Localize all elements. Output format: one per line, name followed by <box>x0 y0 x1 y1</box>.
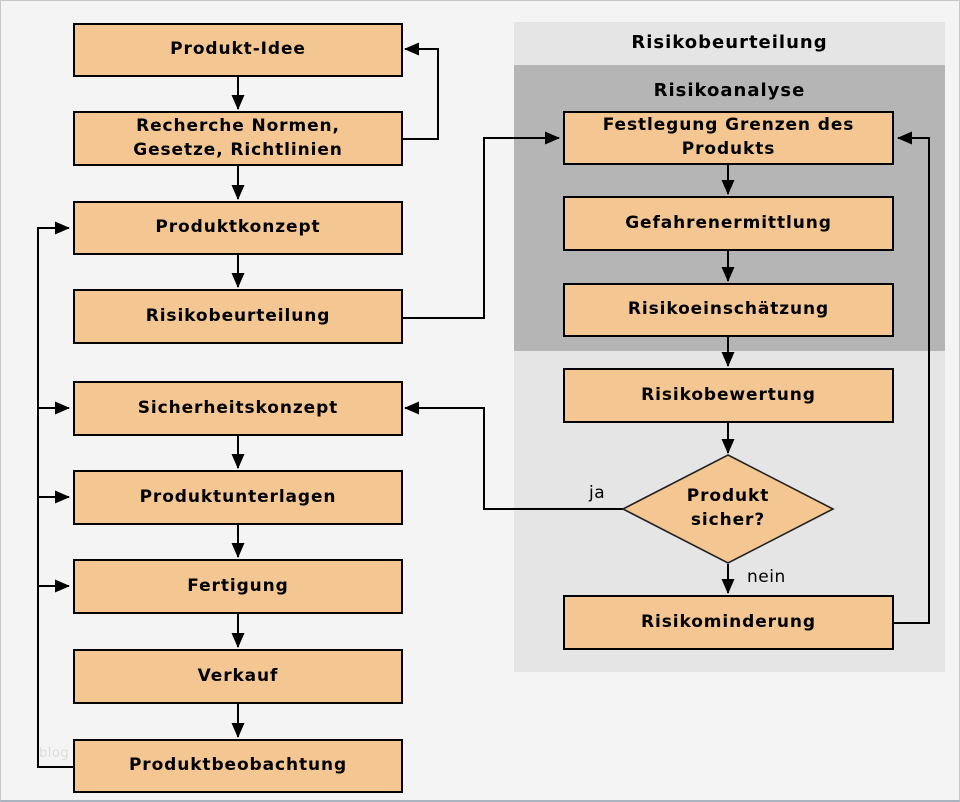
risk-analysis-panel-title: Risikoanalyse <box>653 80 806 101</box>
box-risikobewertung: Risikobewertung <box>563 368 894 423</box>
decision-produkt-sicher: Produkt sicher? <box>686 486 770 530</box>
box-produktbeobachtung: Produktbeobachtung <box>73 739 403 793</box>
box-recherche-normen: Recherche Normen, Gesetze, Richtlinien <box>73 111 403 166</box>
box-risikobeurteilung: Risikobeurteilung <box>73 289 403 344</box>
box-sicherheitskonzept: Sicherheitskonzept <box>73 381 403 436</box>
box-produktkonzept: Produktkonzept <box>73 201 403 255</box>
box-risikominderung: Risikominderung <box>563 595 894 650</box>
box-festlegung-grenzen: Festlegung Grenzen des Produkts <box>563 111 894 165</box>
box-produkt-idee: Produkt-Idee <box>73 23 403 77</box>
risk-assessment-panel-title: Risikobeurteilung <box>631 32 828 53</box>
box-verkauf: Verkauf <box>73 649 403 704</box>
box-risikoeinschaetzung: Risikoeinschätzung <box>563 283 894 337</box>
label-ja: ja <box>589 483 606 503</box>
arrow-produktbeobachtung-back-to-produktkonzept <box>37 221 73 768</box>
watermark-blog: blog <box>39 746 70 761</box>
box-gefahrenermittlung: Gefahrenermittlung <box>563 196 894 251</box>
arrow-recherche-back-to-produktidee <box>403 42 439 140</box>
box-produktunterlagen: Produktunterlagen <box>73 470 403 525</box>
label-nein: nein <box>747 567 786 587</box>
box-fertigung: Fertigung <box>73 559 403 614</box>
